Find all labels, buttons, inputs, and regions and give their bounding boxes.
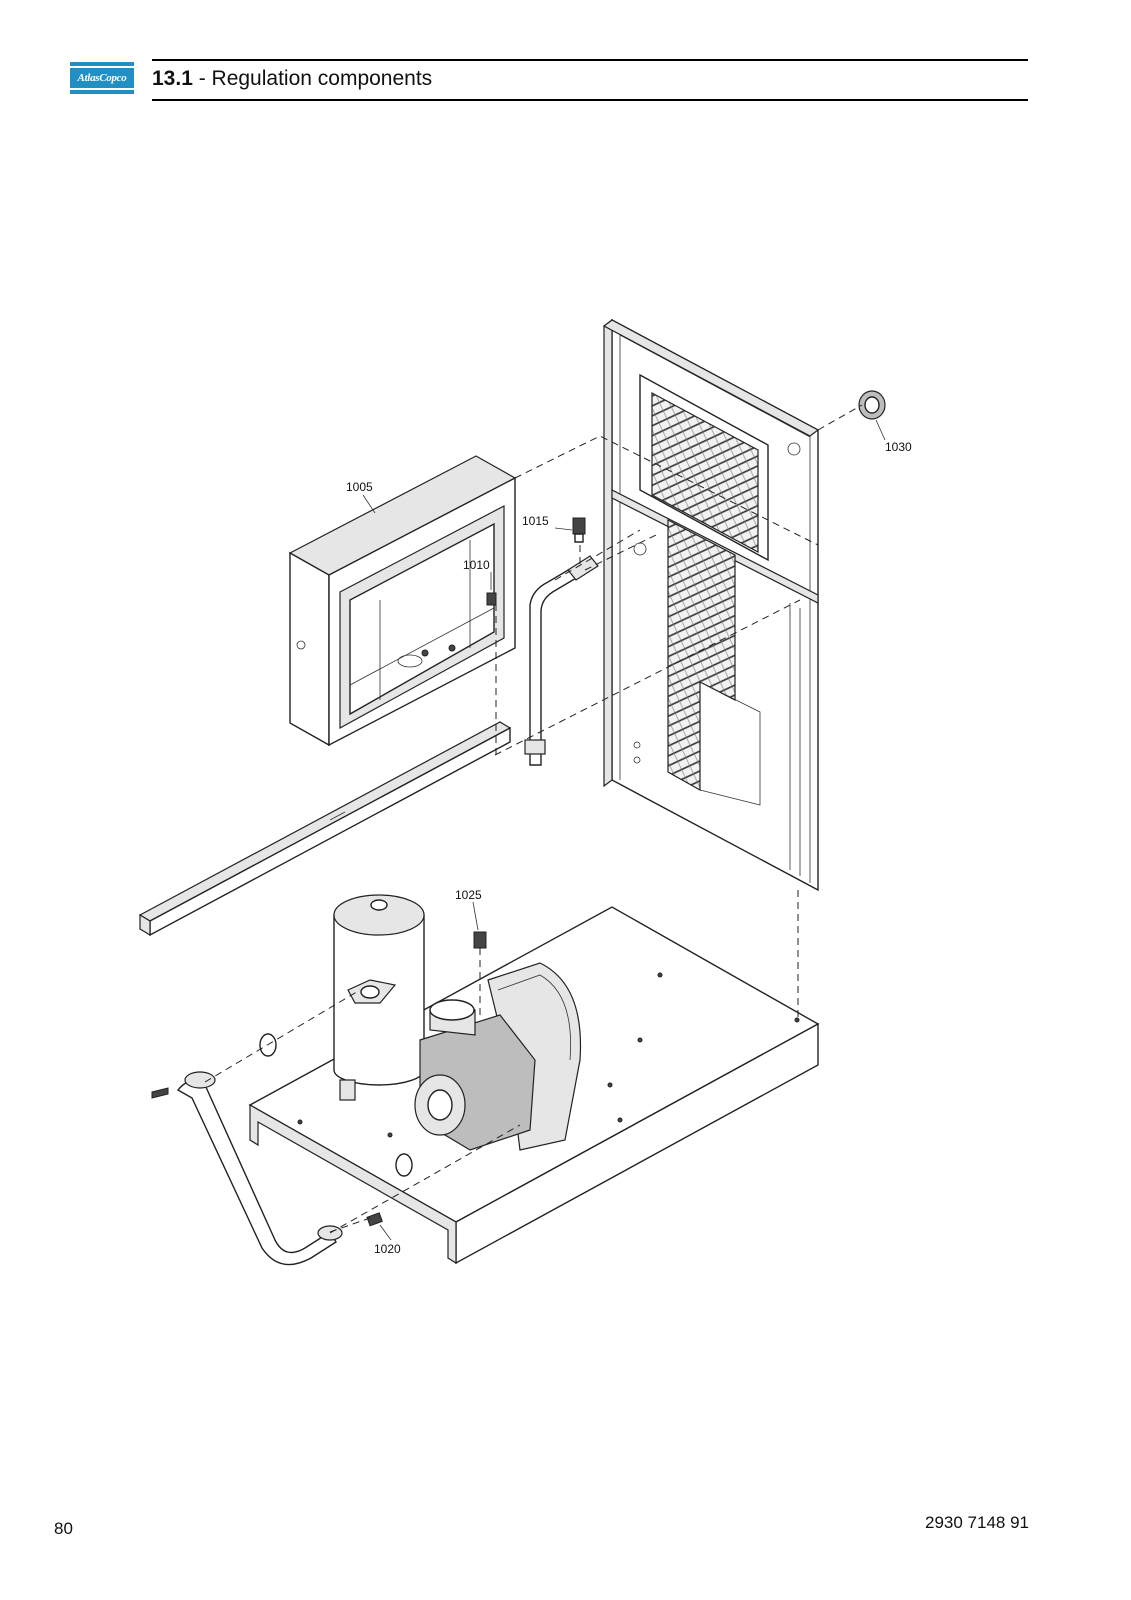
air-receiver	[333, 894, 425, 1101]
part-1020-shape	[366, 1212, 383, 1227]
upper-grille	[651, 391, 759, 554]
header-rule-bottom	[152, 99, 1028, 101]
atlas-copco-logo: AtlasCopco	[70, 62, 134, 94]
logo-bar-bottom	[70, 90, 134, 94]
section-title: - Regulation components	[192, 67, 433, 90]
o-ring-upper	[259, 1033, 277, 1057]
callout-1015: 1015	[522, 514, 549, 528]
callout-1005: 1005	[346, 480, 373, 494]
logo-bar-top	[70, 62, 134, 66]
assembly-lines	[204, 404, 863, 1234]
part-1010-shape	[486, 592, 497, 606]
document-number: 2930 7148 91	[925, 1513, 1029, 1532]
logo-wordmark: AtlasCopco	[70, 68, 134, 88]
callout-leaders	[362, 419, 886, 1241]
page-title: 13.1 - Regulation components	[152, 66, 432, 92]
callout-1030: 1030	[885, 440, 912, 454]
part-1030-shape	[858, 390, 886, 420]
callout-1010: 1010	[463, 558, 490, 572]
compressor-element	[414, 931, 582, 1151]
header-rule-top	[152, 59, 1028, 61]
pipe-assembly	[524, 517, 599, 766]
support-rail	[138, 721, 512, 937]
page-number: 80	[54, 1519, 73, 1538]
section-number: 13.1	[152, 67, 193, 90]
callout-1025: 1025	[455, 888, 482, 902]
control-box	[288, 455, 517, 747]
o-ring-lower	[395, 1153, 413, 1177]
callout-1020: 1020	[374, 1242, 401, 1256]
door-panel	[602, 318, 820, 892]
